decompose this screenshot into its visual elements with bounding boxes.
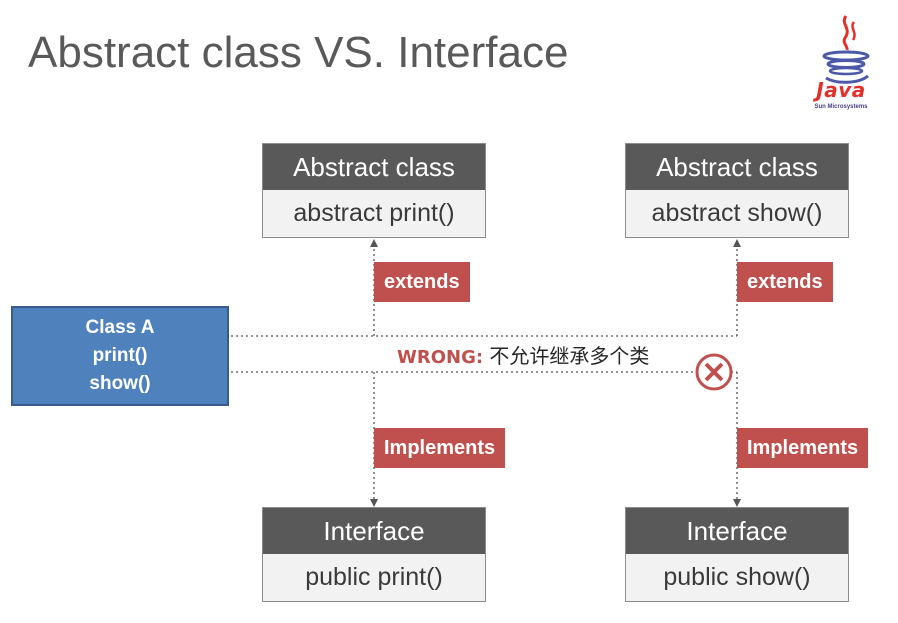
right-abstract-class-box: Abstract class abstract show(): [625, 143, 849, 238]
left-implements-tag: Implements: [374, 428, 506, 468]
left-abstract-class-box: Abstract class abstract print(): [262, 143, 486, 238]
left-abstract-class-method: abstract print(): [293, 199, 455, 227]
left-interface-box: Interface public print(): [262, 507, 486, 602]
wrong-text: 不允许继承多个类: [489, 344, 650, 368]
right-abstract-class-method: abstract show(): [651, 199, 823, 227]
wrong-annotation: WRONG: 不允许继承多个类: [397, 340, 649, 369]
class-a-method-print: print(): [92, 345, 148, 366]
class-a-box: Class A print() show(): [11, 306, 229, 406]
java-logo-text: Java: [816, 78, 866, 102]
class-a-method-show: show(): [89, 373, 151, 394]
right-interface-method: public show(): [663, 563, 811, 591]
right-interface-box: Interface public show(): [625, 507, 849, 602]
left-interface-method: public print(): [305, 563, 443, 591]
left-interface-header: Interface: [263, 508, 485, 554]
error-x-icon: [695, 353, 733, 391]
right-extends-tag: extends: [737, 262, 833, 302]
left-abstract-class-header: Abstract class: [263, 144, 485, 190]
right-abstract-class-header: Abstract class: [626, 144, 848, 190]
java-logo-subtitle: Sun Microsystems: [814, 104, 868, 110]
right-interface-header: Interface: [626, 508, 848, 554]
java-logo-icon: [822, 15, 870, 84]
right-implements-tag: Implements: [737, 428, 869, 468]
page-title: Abstract class VS. Interface: [28, 28, 569, 77]
wrong-label: WRONG:: [397, 347, 484, 368]
left-extends-tag: extends: [374, 262, 470, 302]
class-a-name: Class A: [85, 317, 155, 338]
